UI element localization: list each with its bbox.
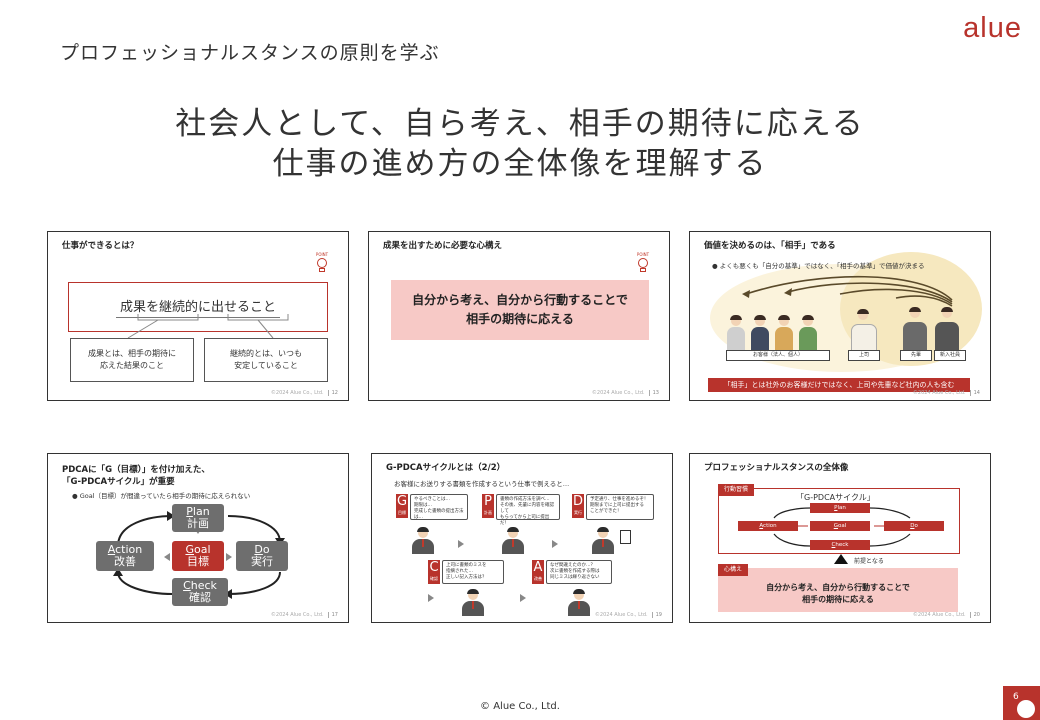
step-d-bubble: 予定通り、仕事を進めるぞ！ 期限までに上司に提出する ことができた！ [586, 494, 654, 520]
continuity-definition: 継続的とは、いつも 安定していること [204, 338, 328, 382]
step-c-bubble: 上司に書類のミスを 指摘された… 正しい記入方法は？ [442, 560, 504, 584]
slide-bullet: ● よくも悪くも「自分の基準」ではなく、「相手の基準」で価値が決まる [712, 262, 925, 270]
slide-footer: ©2024 Alue Co., Ltd.12 [270, 390, 338, 396]
cycle-label: 「G-PDCAサイクル」 [796, 493, 875, 502]
label-newcomer: 新入社員 [934, 350, 966, 361]
newcomer-person [934, 307, 960, 350]
slide-title: 仕事ができるとは？ [62, 241, 139, 251]
habit-tag: 行動習慣 [718, 484, 755, 496]
plan-pill: Plan [810, 503, 870, 513]
label-boss: 上司 [848, 350, 880, 361]
result-definition: 成果とは、相手の期待に 応えた結果のこと [70, 338, 194, 382]
check-pill: Check [810, 540, 870, 550]
step-a-bubble: なぜ間違えたのか…？ 次に書類を作成する際は 同じミスは繰り返さない [546, 560, 612, 584]
lightbulb-icon: POINT [637, 252, 649, 274]
do-pill: Do [884, 521, 944, 531]
page-number-badge: 6 [1003, 686, 1040, 720]
footer-copyright: © Alue Co., Ltd. [480, 701, 560, 712]
arrow-arcs [742, 275, 953, 307]
slide-thumbnail-19[interactable]: G-PDCAサイクルとは（2/2） お客様にお送りする書類を作成するという仕事で… [371, 453, 673, 623]
customer-person [726, 315, 746, 352]
cycle-arrows [773, 507, 911, 547]
worker-icon [502, 527, 524, 554]
label-customer: お客様（法人、個人） [726, 350, 830, 361]
worker-icon [462, 589, 484, 616]
corner-circle-icon [1017, 700, 1035, 718]
boss-person [850, 309, 877, 354]
customer-person [774, 315, 794, 352]
mindset-box: 自分から考え、自分から行動することで 相手の期待に応える [718, 568, 958, 612]
alue-logo: alue [963, 12, 1022, 44]
arrow-right-icon [428, 594, 434, 602]
slide-title: プロフェッショナルスタンスの全体像 [704, 463, 849, 473]
slide-thumbnail-14[interactable]: 価値を決めるのは、「相手」である ● よくも悪くも「自分の基準」ではなく、「相手… [689, 231, 991, 401]
triangle-up-icon [834, 554, 848, 564]
slide-bullet: ● Goal（目標）が間違っていたら相手の期待に応えられない [72, 492, 251, 500]
worker-icon [412, 527, 434, 554]
customer-person [750, 315, 770, 352]
step-g-bubble: やるべきことは… 期限は… 完成した書類の提出方法は… [410, 494, 468, 520]
label-senior: 先輩 [900, 350, 932, 361]
habit-frame [718, 488, 960, 554]
note-bar: 「相手」とは社外のお客様だけではなく、上司や先輩など社内の人も含む [708, 378, 970, 392]
slide-title: 成果を出すために必要な心構え [383, 241, 503, 251]
customer-person [798, 315, 818, 352]
senior-person [902, 307, 928, 350]
slide-title: PDCAに「G（目標）」を付け加えた、 「G-PDCAサイクル」が重要 [62, 465, 210, 487]
slide-footer: ©2024 Alue Co., Ltd.14 [912, 390, 980, 396]
slide-thumbnail-12[interactable]: 仕事ができるとは？ POINT 成果を継続的に出せること 成果とは、相手の期待に… [47, 231, 349, 401]
slide-thumbnail-20[interactable]: プロフェッショナルスタンスの全体像 行動習慣 「G-PDCAサイクル」 Plan… [689, 453, 991, 623]
slide-thumbnail-13[interactable]: 成果を出すために必要な心構え POINT 自分から考え、自分から行動することで … [368, 231, 670, 401]
step-p-bubble: 書類の作成方法を調べ… その後、先輩に内容を確認して もらってから上司に提出だ！ [496, 494, 560, 526]
mindset-box: 自分から考え、自分から行動することで 相手の期待に応える [391, 280, 649, 340]
slide-footer: ©2024 Alue Co., Ltd.19 [594, 612, 662, 618]
slide-footer: ©2024 Alue Co., Ltd.13 [591, 390, 659, 396]
action-pill: Action [738, 521, 798, 531]
point-tag: POINT [636, 252, 650, 257]
premise-label: 前提となる [854, 558, 884, 565]
worker-icon [568, 589, 590, 616]
arrow-right-icon [552, 540, 558, 548]
headline: 社会人として、自ら考え、相手の期待に応える 仕事の進め方の全体像を理解する [0, 104, 1040, 184]
page-number: 6 [1013, 692, 1019, 702]
worker-icon [592, 527, 614, 554]
goal-pill: Goal [810, 521, 870, 531]
slide-footer: ©2024 Alue Co., Ltd.20 [912, 612, 980, 618]
page-title: プロフェッショナルスタンスの原則を学ぶ [60, 42, 440, 64]
slide-footer: ©2024 Alue Co., Ltd.17 [270, 612, 338, 618]
mindset-tag: 心構え [718, 564, 749, 576]
slide-thumbnail-17[interactable]: PDCAに「G（目標）」を付け加えた、 「G-PDCAサイクル」が重要 ● Go… [47, 453, 349, 623]
document-icon [620, 530, 631, 544]
arrow-right-icon [458, 540, 464, 548]
slide-title: 価値を決めるのは、「相手」である [704, 241, 836, 251]
headline-line-1: 社会人として、自ら考え、相手の期待に応える [175, 106, 865, 142]
slide-title: G-PDCAサイクルとは（2/2） [386, 463, 506, 473]
headline-line-2: 仕事の進め方の全体像を理解する [272, 146, 768, 182]
point-tag: POINT [315, 252, 329, 257]
arrow-right-icon [520, 594, 526, 602]
connector-lines [127, 314, 289, 339]
slide-subtitle: お客様にお送りする書類を作成するという仕事で例えると… [394, 480, 570, 488]
lightbulb-icon: POINT [316, 252, 328, 274]
